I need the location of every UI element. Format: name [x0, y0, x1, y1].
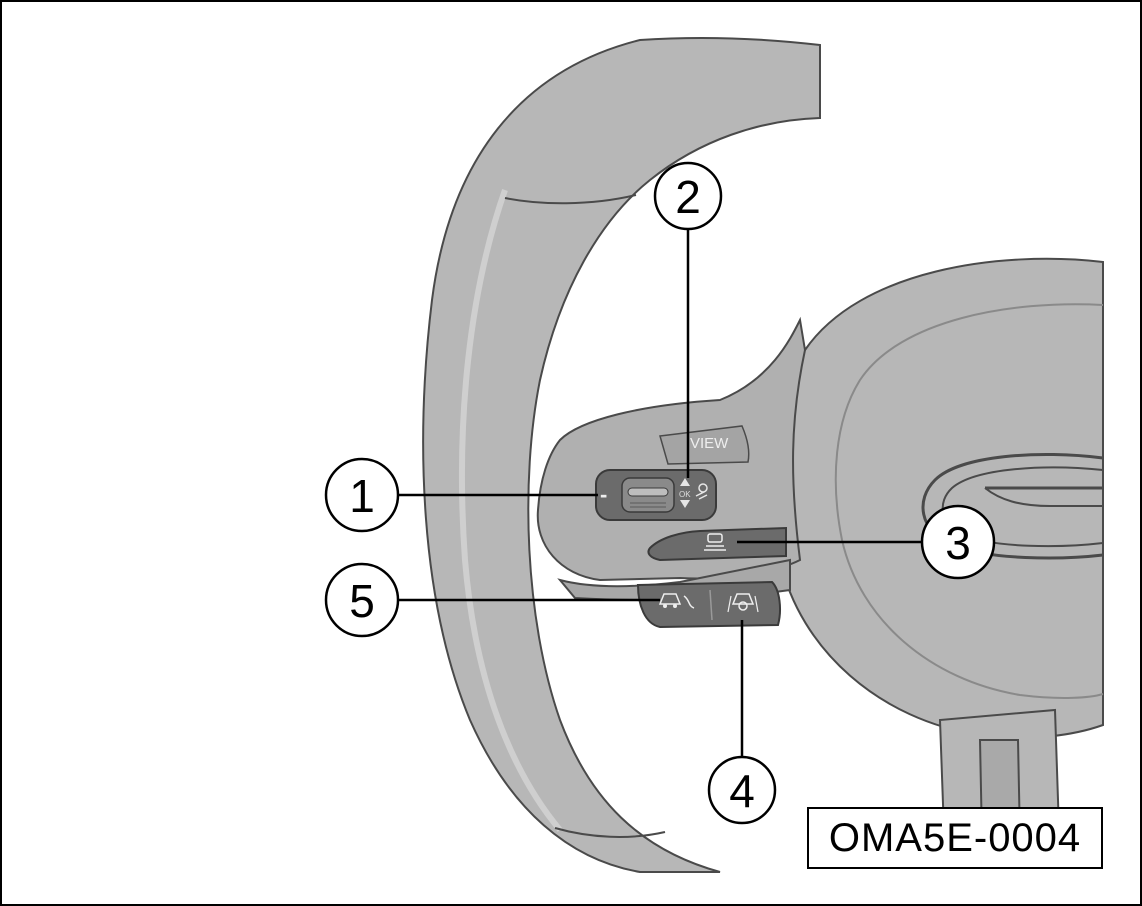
callout-1: 1 [324, 457, 400, 533]
airbag-inner-contour [834, 303, 1104, 699]
callout-3-label: 3 [945, 517, 971, 569]
callout-2: 2 [653, 161, 723, 231]
wheel-rim [422, 36, 821, 873]
callout-4-label: 4 [729, 765, 755, 817]
rim-highlight [458, 189, 563, 832]
triangle-down-icon[interactable] [680, 500, 690, 508]
voice-command-icon[interactable] [695, 483, 708, 500]
lower-pad-divider [709, 589, 713, 621]
brand-logo-icon [921, 452, 1104, 560]
rim-seam-bottom [554, 827, 666, 838]
steering-wheel: VIEW - OK [422, 36, 1104, 873]
adaptive-cruise-icon [704, 533, 726, 551]
callout-1-label: 1 [349, 470, 375, 522]
scroll-wheel-icon[interactable] [621, 477, 675, 513]
figure-code-label: OMA5E-0004 [807, 807, 1103, 869]
callout-5-label: 5 [349, 575, 375, 627]
driving-assist-icon[interactable] [658, 593, 695, 609]
leader-lines [398, 229, 922, 758]
callout-3: 3 [920, 504, 996, 580]
callout-2-label: 2 [675, 171, 701, 223]
view-button-label: VIEW [690, 435, 729, 452]
lane-keep-assist-icon[interactable] [727, 593, 759, 613]
rocker-minus-label: - [600, 482, 607, 507]
view-button[interactable] [659, 425, 750, 465]
callout-4: 4 [707, 755, 777, 825]
ok-label: OK [679, 490, 691, 499]
callout-5: 5 [324, 562, 400, 638]
rim-seam-top [504, 194, 637, 205]
triangle-up-icon[interactable] [680, 478, 690, 486]
